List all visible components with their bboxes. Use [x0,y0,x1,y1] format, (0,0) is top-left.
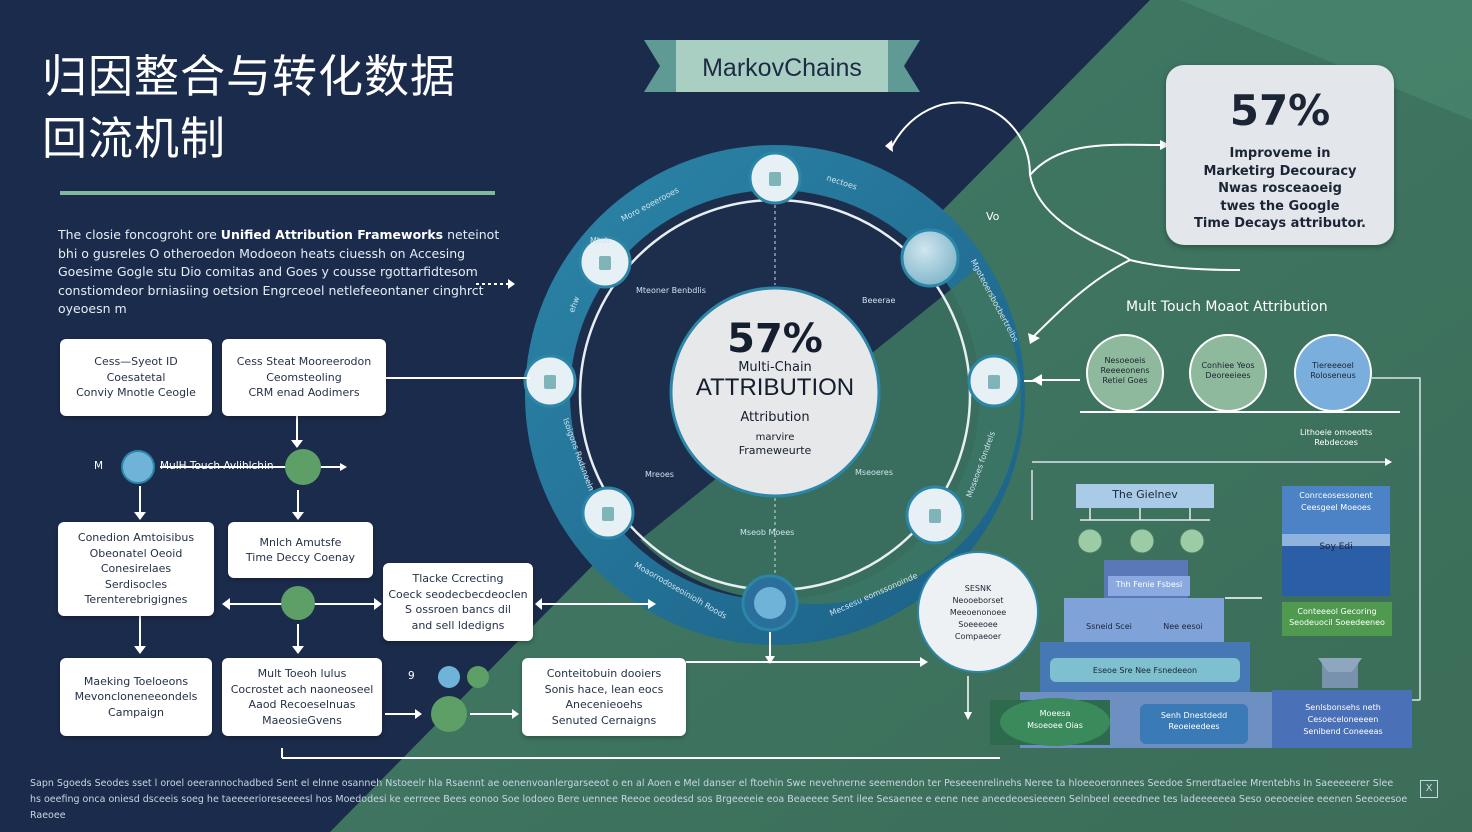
flow-box-contributors: Conteitobuin dooiers Sonis hace, lean eo… [522,658,686,736]
title-divider [60,191,495,195]
flow-box-time-decay: Mnlch Amutsfe Time Deccy Coenay [228,522,373,578]
right-circle-3-label: Tiereeeoel Roloseneus [1310,361,1356,380]
stack-label-2: Soy Edi [1319,542,1353,552]
stack-label-6: Nee eesoi [1163,622,1203,631]
intro-highlight: Unified Attribution Frameworks [220,227,444,242]
intro-paragraph: The closie foncogroht ore Unified Attrib… [58,226,503,319]
flow-box-multi-touch: Mult Toeoh lulus Cocrostet ach naoneosee… [222,658,382,736]
hub-line-3: Attribution [740,410,810,425]
hub-stat: 57% [727,316,823,362]
mta-prefix-label: M [94,460,104,472]
flow-box-tracking: Tlacke Ccrecting Coeck seodecbecdeoclen … [383,563,533,641]
inner-label-3: Beeerae [862,296,896,305]
page-title: 归因整合与转化数据 回流机制 [42,46,562,170]
hub-line-4: marvire [755,432,795,443]
flow-box-crm: Cess Steat Mooreerodon Ceomsteoling CRM … [222,339,386,416]
vo-label: Vo [986,210,1000,223]
stack-label-7: Eseoe Sre Nee Fsnedeeon [1092,666,1198,675]
stack-label-4: Thh Fenie Fsbesi [1115,580,1183,589]
footer-line-2: hs oeefing onca oniesd dsceeis soeg he t… [30,794,1408,821]
intro-rest: neteinot bhi o gusreles O otheroedon Mod… [58,227,500,316]
footer-line-1: Sapn Sgoeds Seodes sset l oroel oeeranno… [30,778,1394,789]
right-circle-1-label: Nesoeoeis Reeeeonens Retiel Goes [1100,356,1150,385]
nine-label: 9 [408,670,415,682]
flow-box-identity: Cess—Syeot ID Coesatetal Conviy Mnotle C… [60,339,212,416]
stack-label-5: Ssneid Scei [1086,622,1132,631]
mta-left-label: MulH Touch Avlihlchin [160,460,274,472]
stat-card-text: Improveme in Marketirg Decouracy Nwas ro… [1194,146,1366,231]
intro-lead: The closie foncogroht ore [58,227,217,242]
inner-label-5: Mseoeres [855,468,894,477]
right-circle-2-label: Conhiee Yeos Deoreeiees [1201,361,1255,380]
hub-line-5: Frameweurte [738,444,812,457]
markov-chains-ribbon: MarkovChains [702,53,862,82]
inner-label-4: Mreoes [645,470,674,479]
stack-label-8: Moeesa Msoeoee Oias [1027,709,1083,730]
right-side-label: Lithoeie omoeotts Rebdecoes [1300,428,1373,447]
platform-label: The Gielnev [1112,488,1178,501]
stack-label-1: Conrceosessonent Ceesgeel Moeoes [1299,491,1373,512]
stat-card-number: 57% [1229,86,1331,135]
inner-label-1: Mtoh [590,236,611,245]
page-title-line-1: 归因整合与转化数据 [42,50,457,103]
corner-close-icon[interactable]: X [1420,780,1438,798]
page-title-line-2: 回流机制 [42,112,227,165]
stack-label-9: Senh Dnestdedd Reoeieedees [1160,711,1228,731]
stack-label-3: Conteeeol Gecoring Seodeuocil Soeedeeneo [1289,607,1385,627]
flow-box-conversion: Conedion Amtoisibus Obeonatel Oeoid Cone… [58,522,214,616]
bottom-circle-label: SESNK Neooeborset Meeoenonoee Soeeeoee C… [949,584,1007,641]
stack-label-10: Senlsbonsehs neth Cesoeceloneeeen Senibe… [1303,703,1383,736]
stat-card: 57% Improveme in Marketirg Decouracy Nwa… [1166,65,1394,245]
footer-text: Sapn Sgoeds Seodes sset l oroel oeeranno… [30,776,1430,824]
inner-label-6: Mseob Moees [740,528,795,537]
flow-box-marketing-tools: Maeking Toeloeons Mevoncloneneeondels Ca… [60,658,212,736]
inner-label-2: Mteoner Benbdlis [636,286,706,295]
multi-touch-attribution-label: Mult Touch Moaot Attribution [1126,299,1328,315]
hub-line-1: Multi-Chain [738,360,812,375]
hub-line-2: ATTRIBUTION [695,374,855,401]
